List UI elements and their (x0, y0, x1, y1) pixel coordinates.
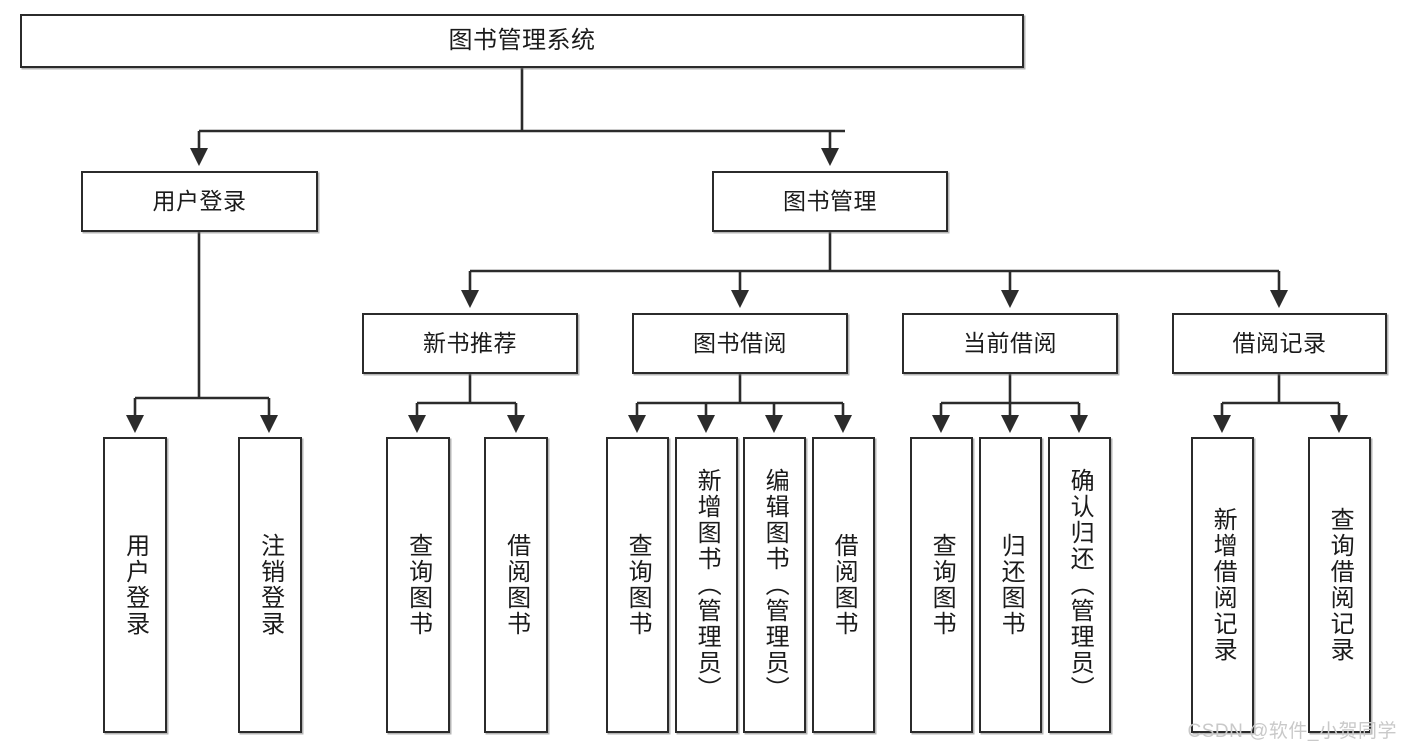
node-leaf-logout[interactable]: 注销登录 (238, 437, 302, 733)
node-label: 注销登录 (256, 533, 284, 637)
node-root-system[interactable]: 图书管理系统 (20, 14, 1024, 68)
node-label: 新增图书（管理员） (693, 468, 721, 702)
node-label: 归还图书 (997, 533, 1025, 637)
node-leaf-add-book-admin[interactable]: 新增图书（管理员） (675, 437, 738, 733)
node-current-borrow[interactable]: 当前借阅 (902, 313, 1118, 374)
node-user-login[interactable]: 用户登录 (81, 171, 318, 232)
node-label: 确认归还（管理员） (1066, 468, 1094, 702)
node-label: 当前借阅 (963, 330, 1057, 357)
edges-borrow-record-to-leaves (1212, 374, 1349, 434)
watermark-text: CSDN @软件_小贺同学 (1187, 721, 1397, 742)
node-leaf-add-borrow-record[interactable]: 新增借阅记录 (1191, 437, 1254, 733)
node-leaf-user-login[interactable]: 用户登录 (103, 437, 167, 733)
edges-user-login-to-leaves (125, 232, 279, 434)
edges-root-to-level2 (189, 68, 845, 167)
node-leaf-query-book-recommend[interactable]: 查询图书 (386, 437, 450, 733)
node-label: 用户登录 (152, 188, 247, 215)
node-label: 查询图书 (404, 533, 432, 637)
node-label: 编辑图书（管理员） (761, 468, 789, 702)
node-borrow-record[interactable]: 借阅记录 (1172, 313, 1387, 374)
node-leaf-query-borrow-record[interactable]: 查询借阅记录 (1308, 437, 1371, 733)
node-leaf-confirm-return-admin[interactable]: 确认归还（管理员） (1048, 437, 1111, 733)
edges-book-borrow-to-leaves (627, 374, 853, 434)
edges-current-borrow-to-leaves (931, 374, 1089, 434)
node-label: 新增借阅记录 (1209, 507, 1237, 663)
node-label: 查询图书 (928, 533, 956, 637)
node-new-book-recommend[interactable]: 新书推荐 (362, 313, 578, 374)
node-leaf-return-book[interactable]: 归还图书 (979, 437, 1042, 733)
node-label: 查询借阅记录 (1326, 507, 1354, 663)
node-leaf-edit-book-admin[interactable]: 编辑图书（管理员） (743, 437, 806, 733)
node-label: 新书推荐 (423, 330, 517, 357)
node-label: 图书管理系统 (448, 27, 596, 55)
node-book-manage[interactable]: 图书管理 (712, 171, 948, 232)
edges-new-book-to-leaves (407, 374, 526, 434)
node-label: 借阅图书 (502, 533, 530, 637)
node-label: 用户登录 (121, 533, 149, 637)
node-label: 借阅图书 (830, 533, 858, 637)
node-leaf-query-book-borrow[interactable]: 查询图书 (606, 437, 669, 733)
node-label: 图书管理 (783, 188, 877, 215)
node-label: 借阅记录 (1232, 330, 1327, 357)
node-leaf-borrow-book-recommend[interactable]: 借阅图书 (484, 437, 548, 733)
node-leaf-query-book-current[interactable]: 查询图书 (910, 437, 973, 733)
node-book-borrow[interactable]: 图书借阅 (632, 313, 848, 374)
node-label: 查询图书 (624, 533, 652, 637)
node-leaf-borrow-book[interactable]: 借阅图书 (812, 437, 875, 733)
node-label: 图书借阅 (693, 330, 787, 357)
edges-book-manage-to-level3 (460, 232, 1289, 309)
